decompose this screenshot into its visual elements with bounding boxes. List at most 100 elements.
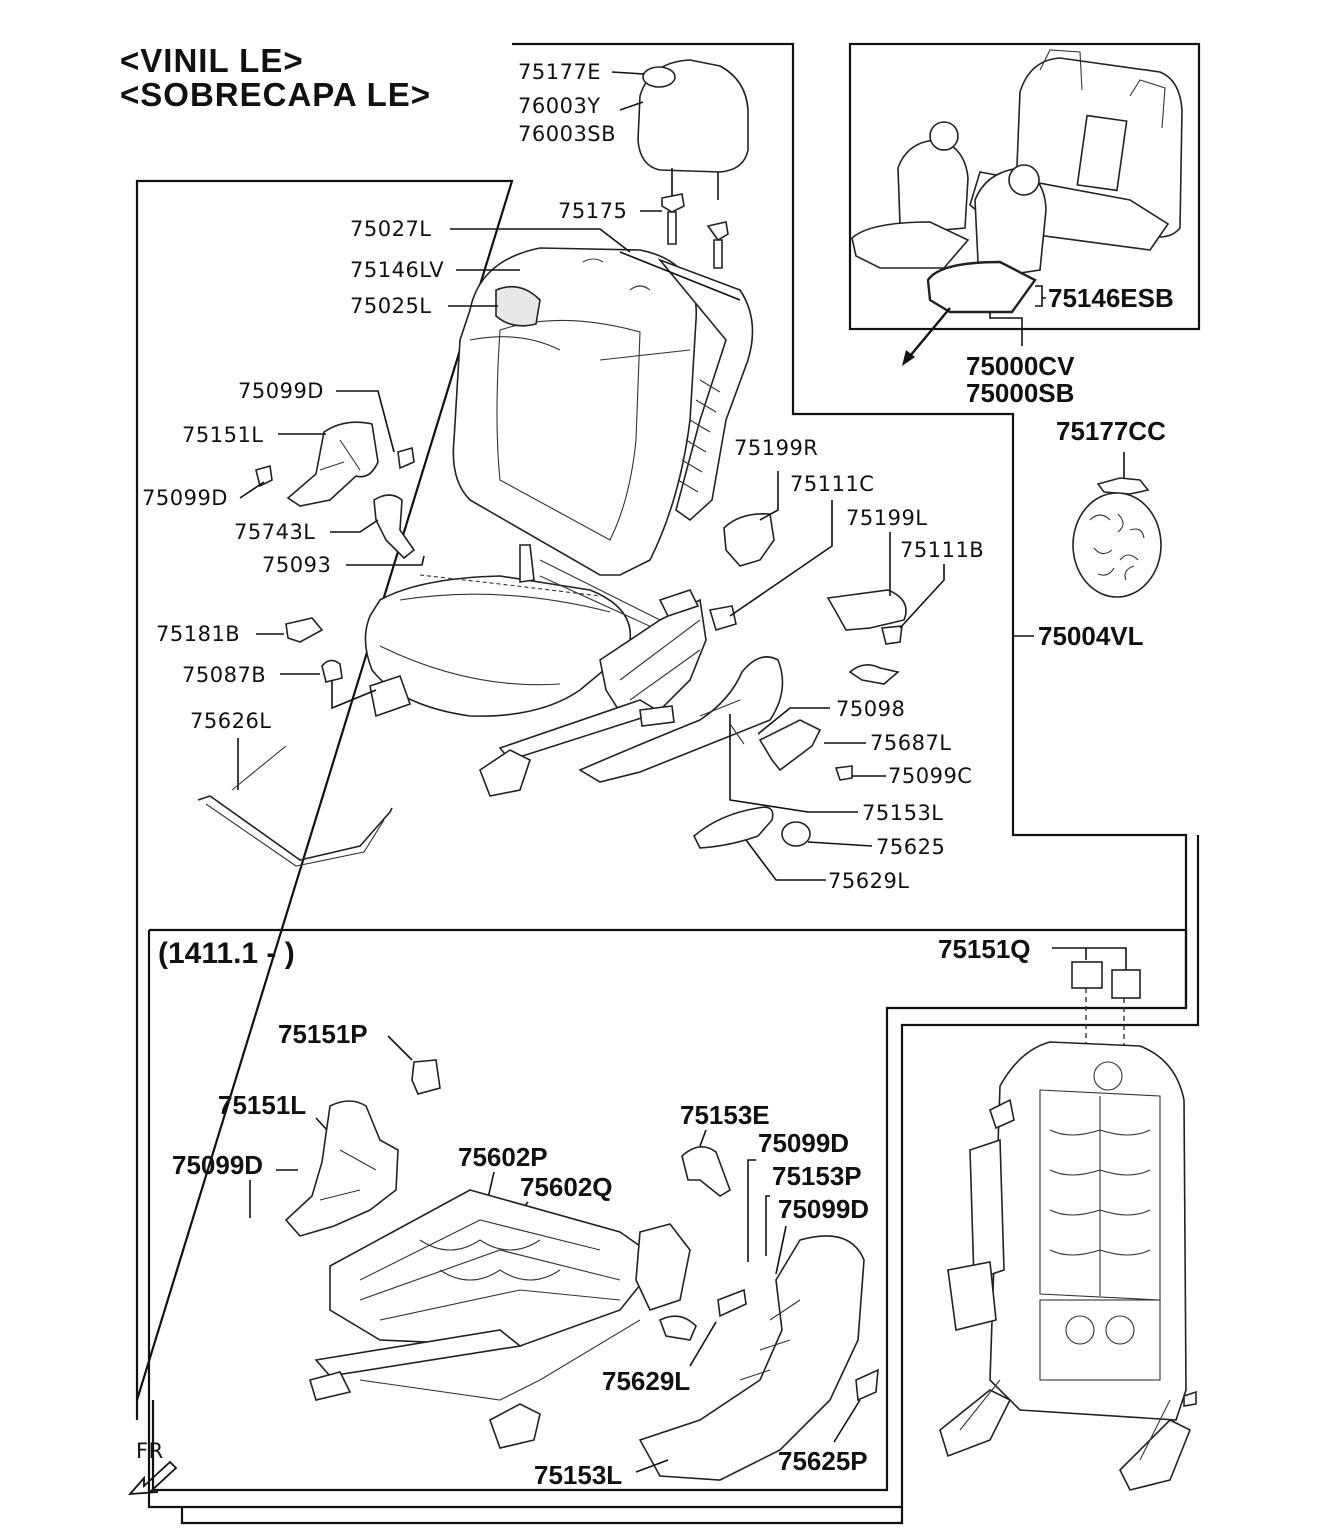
leader-75099D-c (249, 1169, 298, 1218)
outer-shield-lower-part (638, 1235, 879, 1481)
label-75175: 75175 (558, 199, 627, 223)
direction-label: FR (136, 1439, 164, 1463)
label-75087B: 75087B (182, 663, 266, 687)
leader-75027L (450, 228, 631, 253)
label-75025L: 75025L (350, 294, 432, 318)
outer-frame-link (180, 835, 1200, 1525)
headrest-guide-part (661, 193, 729, 269)
variant-inset-frame (147, 928, 1188, 1509)
clip-part-75151Q (1071, 961, 1141, 1060)
label-75151P: 75151P (278, 1019, 368, 1049)
leader-75153P (765, 1195, 770, 1256)
label-75146LV: 75146LV (350, 258, 444, 282)
side-cover-part-b (284, 1100, 399, 1237)
cap-part-75087B (321, 659, 343, 683)
label-75098: 75098 (836, 697, 905, 721)
wire-harness-part (197, 745, 393, 867)
leader-75111B (899, 564, 945, 629)
leader-75151P (387, 1035, 413, 1061)
label-75099D-b: 75099D (142, 486, 228, 510)
shield-part-75153E (681, 1146, 731, 1197)
leader-75153E (699, 1129, 707, 1147)
seat-cushion-part (364, 574, 632, 717)
label-76003SB: 76003SB (518, 122, 616, 146)
leader-75151Q (1052, 947, 1127, 970)
label-75153P: 75153P (772, 1161, 862, 1191)
label-75151L-a: 75151L (182, 423, 264, 447)
leader-75099D-d (747, 1159, 756, 1262)
label-75093: 75093 (262, 553, 331, 577)
outer-shield-part (578, 512, 907, 849)
seatback-structure-part (939, 1041, 1197, 1491)
label-75111B: 75111B (900, 538, 984, 562)
leader-75625 (807, 841, 873, 847)
label-75153L-b: 75153L (534, 1460, 622, 1490)
label-76003Y: 76003Y (518, 94, 601, 118)
label-75626L: 75626L (190, 709, 272, 733)
label-75000CV: 75000CV (966, 351, 1075, 381)
vehicle-overview-drawing (851, 49, 1183, 366)
label-75625: 75625 (876, 835, 945, 859)
label-75199R: 75199R (734, 436, 818, 460)
label-75151Q: 75151Q (938, 934, 1031, 964)
leader-75199R (759, 471, 779, 521)
label-75027L: 75027L (350, 217, 432, 241)
side-cover-part (255, 421, 415, 507)
leader-75111C (729, 500, 833, 617)
label-75151L-b: 75151L (218, 1090, 306, 1120)
clip-part-75181B (285, 617, 324, 643)
label-75743L: 75743L (234, 520, 316, 544)
label-75625P: 75625P (778, 1446, 868, 1476)
seatback-structure-frame (887, 935, 1200, 1509)
label-75177E: 75177E (518, 60, 601, 84)
leader-75153L-a (729, 714, 858, 813)
label-75099D-a: 75099D (238, 379, 324, 403)
seatback-part (452, 247, 754, 576)
main-assembly-frame (135, 42, 1188, 1492)
front-arrow-icon (127, 1460, 178, 1496)
label-75153E: 75153E (680, 1100, 770, 1130)
leader-75153L-b (635, 1459, 669, 1473)
label-75602Q: 75602Q (520, 1172, 613, 1202)
leader-75099D-e (775, 1225, 787, 1275)
emblem-part-75177CC (1072, 452, 1162, 598)
label-75629L-a: 75629L (828, 869, 910, 893)
label-75602P: 75602P (458, 1142, 548, 1172)
label-75181B: 75181B (156, 622, 240, 646)
leader-75093 (346, 555, 425, 566)
variant-label: (1411.1 - ) (158, 937, 295, 970)
recline-handle-part (373, 494, 416, 560)
label-75153L-a: 75153L (862, 801, 944, 825)
leader-75098 (757, 707, 830, 735)
leader-75099D-b (239, 481, 265, 499)
label-75000SB: 75000SB (966, 378, 1074, 408)
label-75111C: 75111C (790, 472, 874, 496)
label-75146ESB: 75146ESB (1048, 283, 1174, 313)
headrest-part (637, 59, 749, 200)
label-75004VL: 75004VL (1038, 621, 1144, 651)
label-75199L: 75199L (846, 506, 928, 530)
label-75099D-e: 75099D (778, 1194, 869, 1224)
title-line-2: <SOBRECAPA LE> (120, 76, 431, 113)
clip-part-75151P (411, 1059, 441, 1095)
label-75099C: 75099C (888, 764, 972, 788)
leader-75629L-b (689, 1321, 717, 1367)
label-75177CC: 75177CC (1056, 416, 1166, 446)
leader-75087B-b (331, 680, 377, 710)
leader-75177E (611, 71, 645, 75)
leader-76003Y (619, 101, 644, 111)
seat-frame-part (369, 544, 707, 797)
label-75099D-d: 75099D (758, 1128, 849, 1158)
vehicle-overview-inset (848, 42, 1201, 331)
leader-75629L-a (745, 839, 826, 881)
leader-75000CV (989, 312, 1023, 346)
leader-75743L (330, 519, 379, 533)
leader-75146ESB (1035, 285, 1046, 307)
leader-75099D-a (336, 390, 395, 453)
title-line-1: <VINIL LE> (120, 42, 304, 79)
label-75687L: 75687L (870, 731, 952, 755)
label-75629L-b: 75629L (602, 1366, 690, 1396)
leader-75625P (833, 1399, 861, 1443)
seat-frame-lower-part (308, 1189, 697, 1449)
